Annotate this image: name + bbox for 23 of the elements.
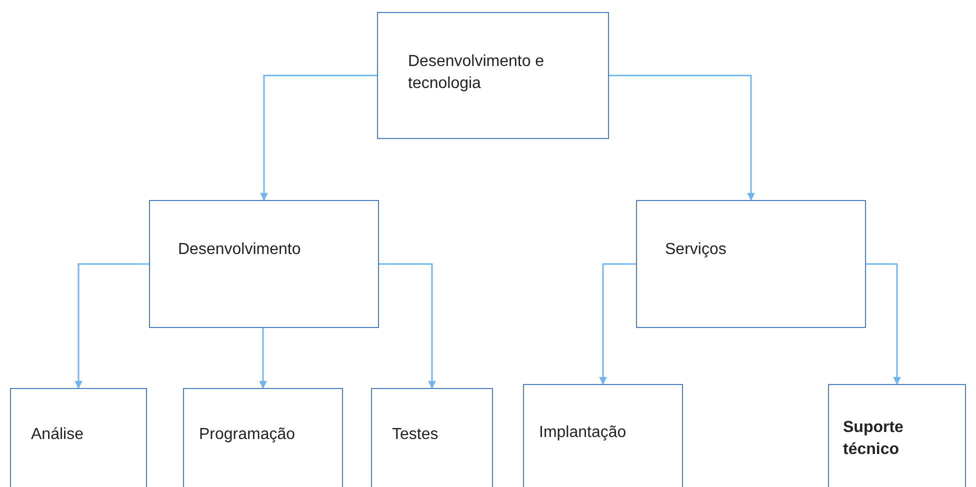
box-label: Desenvolvimento e tecnologia	[408, 52, 546, 94]
connector-arrow	[74, 263, 149, 389]
org-box	[10, 388, 147, 487]
box-label: Testes	[392, 425, 438, 445]
org-box	[149, 200, 379, 328]
org-box	[377, 12, 609, 139]
org-box	[183, 388, 343, 487]
connector-arrow	[609, 74, 755, 201]
box-label: Programação	[199, 425, 296, 445]
connector-arrow	[866, 263, 901, 385]
box-label: Serviços	[665, 240, 726, 260]
org-box	[523, 384, 683, 487]
org-box	[828, 384, 966, 487]
box-label: Implantação	[539, 423, 626, 443]
connector-arrow	[260, 74, 377, 201]
connector-arrow	[259, 328, 267, 389]
org-box	[636, 200, 866, 328]
connector-arrow	[379, 263, 436, 389]
connector-arrow	[599, 263, 636, 385]
box-label: Suporte técnico	[843, 418, 904, 460]
org-box	[371, 388, 493, 487]
box-label: Análise	[31, 425, 84, 445]
box-label: Desenvolvimento	[178, 240, 301, 260]
